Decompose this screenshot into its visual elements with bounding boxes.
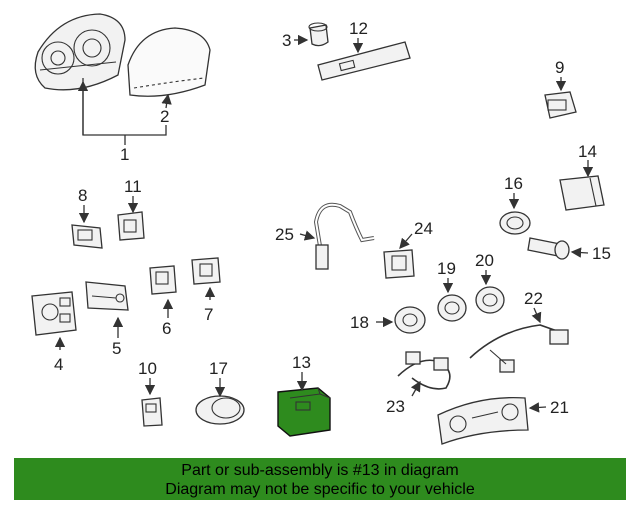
sensor-tube-part-25[interactable] bbox=[313, 202, 375, 270]
callout-14: 14 bbox=[578, 142, 597, 161]
start-button-part-17[interactable] bbox=[195, 395, 245, 425]
highlighted-part-13[interactable] bbox=[277, 387, 331, 437]
harness-part-23[interactable] bbox=[397, 351, 451, 390]
callout-22: 22 bbox=[524, 289, 543, 308]
callout-12: 12 bbox=[349, 19, 368, 38]
climate-panel-part-21[interactable] bbox=[437, 396, 529, 445]
banner-line-1: Part or sub-assembly is #13 in diagram bbox=[181, 462, 459, 479]
lighter-part-15[interactable] bbox=[527, 237, 570, 260]
switch-part-8[interactable] bbox=[71, 224, 103, 249]
parts-diagram: 1 2 3 12 9 14 16 15 8 bbox=[31, 13, 611, 445]
callout-5: 5 bbox=[112, 339, 121, 358]
banner-line-2: Diagram may not be specific to your vehi… bbox=[165, 481, 475, 498]
socket-part-16[interactable] bbox=[499, 211, 531, 235]
knob-part-20[interactable] bbox=[475, 286, 505, 314]
switch-part-24[interactable] bbox=[383, 249, 415, 279]
callout-6: 6 bbox=[162, 319, 171, 338]
callout-8: 8 bbox=[78, 186, 87, 205]
switch-part-5[interactable] bbox=[85, 281, 129, 311]
callout-19: 19 bbox=[437, 259, 456, 278]
callout-1: 1 bbox=[120, 145, 129, 164]
info-banner: Part or sub-assembly is #13 in diagram D… bbox=[14, 458, 626, 500]
callout-24: 24 bbox=[414, 219, 433, 238]
instrument-cluster-part[interactable] bbox=[34, 13, 126, 91]
switch-part-9[interactable] bbox=[544, 91, 577, 119]
callout-13: 13 bbox=[292, 353, 311, 372]
mirror-switch-part-4[interactable] bbox=[31, 291, 77, 336]
cluster-lens-part[interactable] bbox=[127, 27, 211, 97]
callout-3: 3 bbox=[282, 31, 291, 50]
callout-25: 25 bbox=[275, 225, 294, 244]
callout-17: 17 bbox=[209, 359, 228, 378]
knob-part-19[interactable] bbox=[437, 294, 467, 322]
callout-21: 21 bbox=[550, 398, 569, 417]
harness-part-22[interactable] bbox=[469, 324, 569, 373]
callout-4: 4 bbox=[54, 355, 63, 374]
callout-16: 16 bbox=[504, 174, 523, 193]
callout-23: 23 bbox=[386, 397, 405, 416]
switch-panel-part-12[interactable] bbox=[317, 41, 411, 81]
knob-part-3[interactable] bbox=[308, 22, 329, 47]
switch-part-11[interactable] bbox=[117, 211, 145, 241]
knob-part-18[interactable] bbox=[394, 306, 426, 334]
callout-7: 7 bbox=[204, 305, 213, 324]
switch-part-7[interactable] bbox=[191, 257, 221, 285]
callout-9: 9 bbox=[555, 58, 564, 77]
callout-18: 18 bbox=[350, 313, 369, 332]
callout-2: 2 bbox=[160, 107, 169, 126]
switch-part-6[interactable] bbox=[149, 265, 177, 295]
callout-15: 15 bbox=[592, 244, 611, 263]
switch-part-10[interactable] bbox=[141, 397, 163, 427]
callout-11: 11 bbox=[124, 177, 142, 196]
switch-part-14[interactable] bbox=[559, 175, 605, 211]
callout-10: 10 bbox=[138, 359, 157, 378]
callout-20: 20 bbox=[475, 251, 494, 270]
